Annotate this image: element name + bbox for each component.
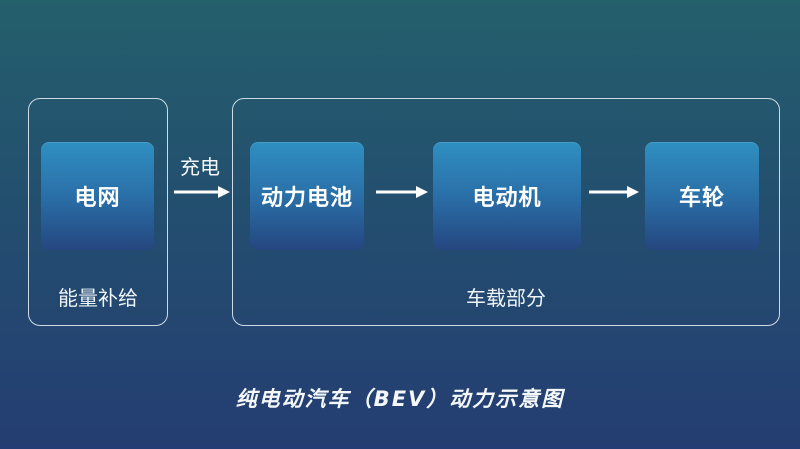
wheel-node-label: 车轮 (678, 186, 725, 211)
energy-supply-group (28, 98, 168, 326)
grid-node-label: 电网 (74, 186, 121, 211)
onboard-label: 车载部分 (466, 286, 546, 310)
battery-to-motor-arrow-icon (376, 186, 428, 198)
battery-node: 动力电池 (250, 142, 364, 250)
wheel-node: 车轮 (645, 142, 759, 250)
energy-supply-label: 能量补给 (58, 286, 138, 310)
charge-label: 充电 (180, 155, 220, 179)
motor-node: 电动机 (433, 142, 581, 250)
motor-node-label: 电动机 (472, 186, 542, 211)
diagram-caption: 纯电动汽车（BEV）动力示意图 (235, 387, 565, 411)
grid-node: 电网 (41, 142, 154, 250)
onboard-group (232, 98, 780, 326)
charge-arrow-icon (174, 186, 230, 198)
motor-to-wheel-arrow-icon (589, 186, 639, 198)
battery-node-label: 动力电池 (260, 186, 353, 211)
